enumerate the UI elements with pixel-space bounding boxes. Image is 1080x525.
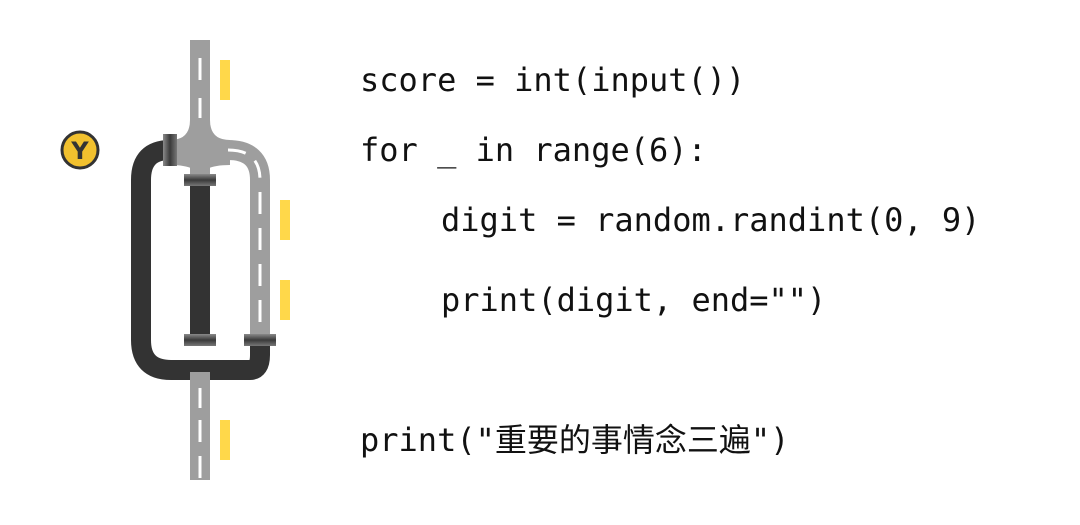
code-line-score: score = int(input()) bbox=[360, 61, 746, 99]
inner-connector-road bbox=[190, 180, 210, 340]
marker-line-5 bbox=[220, 420, 230, 460]
marker-line-4 bbox=[280, 280, 290, 320]
junction-cap-left bbox=[163, 134, 177, 166]
junction-cap-inner-bottom bbox=[184, 334, 216, 346]
main-road-top bbox=[190, 40, 210, 130]
main-road-branch bbox=[227, 140, 270, 340]
code-line-digit: digit = random.randint(0, 9) bbox=[441, 201, 981, 239]
y-badge-letter: Y bbox=[70, 137, 89, 165]
junction-cap-right-bottom bbox=[244, 334, 276, 346]
code-line-print-digit: print(digit, end="") bbox=[441, 281, 827, 319]
lane-markings bbox=[198, 58, 262, 478]
line-markers bbox=[220, 60, 290, 460]
marker-line-1 bbox=[220, 60, 230, 100]
y-badge-icon bbox=[60, 130, 100, 170]
code-line-for: for _ in range(6): bbox=[360, 131, 707, 169]
junction-cap-inner-top bbox=[184, 174, 216, 186]
road-junction bbox=[170, 120, 230, 180]
code-line-print-message: print("重要的事情念三遍") bbox=[360, 421, 790, 459]
marker-line-3 bbox=[280, 200, 290, 240]
bypass-road bbox=[131, 140, 270, 380]
